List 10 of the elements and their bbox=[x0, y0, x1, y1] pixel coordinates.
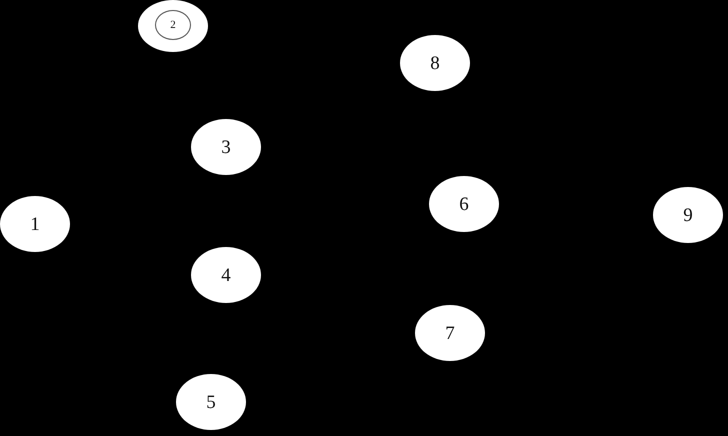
node-number: 7 bbox=[445, 324, 455, 342]
node-number: 6 bbox=[459, 194, 469, 214]
node-number: 8 bbox=[430, 54, 440, 72]
node-number: 5 bbox=[206, 392, 216, 412]
node-number: 4 bbox=[221, 266, 231, 284]
node-number: 2 bbox=[170, 20, 176, 30]
inner-circle-node bbox=[155, 10, 191, 40]
node-number: 9 bbox=[683, 206, 693, 224]
node-number: 1 bbox=[30, 214, 40, 234]
node-number: 3 bbox=[221, 138, 231, 156]
